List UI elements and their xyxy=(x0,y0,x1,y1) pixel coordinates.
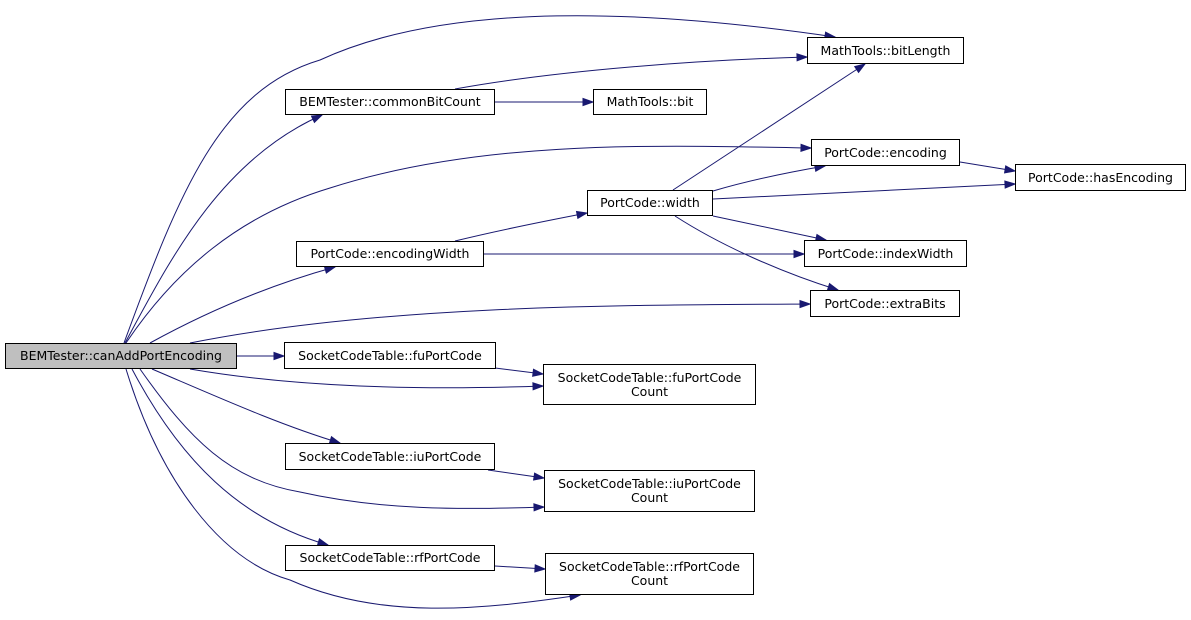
edge-root-to-encoding xyxy=(125,143,813,344)
edge-line xyxy=(123,15,836,344)
edge-rfportcode-to-count xyxy=(494,564,547,573)
arrowhead xyxy=(533,472,546,481)
edge-commonbitcount-to-bit xyxy=(495,97,595,107)
edge-iuportcode-to-count xyxy=(487,469,546,481)
edge-line xyxy=(454,56,808,90)
edge-line xyxy=(125,145,812,344)
edge-root-to-rfportcodecount xyxy=(125,368,582,609)
edge-root-to-bitlength xyxy=(123,15,837,344)
edge-line xyxy=(712,215,827,241)
arrowhead xyxy=(323,265,337,274)
arrowhead xyxy=(532,368,545,377)
node-socketcodetable-iuportcodecount[interactable]: SocketCodeTable::iuPortCode Count xyxy=(544,470,755,512)
node-portcode-hasencoding[interactable]: PortCode::hasEncoding xyxy=(1015,164,1186,191)
edge-encodingwidth-to-width xyxy=(454,210,589,242)
edge-width-to-encoding xyxy=(712,163,827,192)
node-socketcodetable-fuportcode[interactable]: SocketCodeTable::fuPortCode xyxy=(284,342,496,369)
arrowhead xyxy=(273,351,286,361)
edge-root-to-commonbitcount xyxy=(124,114,324,344)
edge-root-to-encodingwidth xyxy=(149,265,337,344)
edge-line xyxy=(454,212,588,242)
node-portcode-indexwidth[interactable]: PortCode::indexWidth xyxy=(804,240,967,267)
arrowhead xyxy=(800,143,813,153)
node-bemtester-canaddportencoding: BEMTester::canAddPortEncoding xyxy=(5,343,237,369)
edge-line xyxy=(151,368,341,444)
arrowhead xyxy=(582,97,595,107)
edge-line xyxy=(139,368,545,509)
edge-commonbitcount-to-bitlength xyxy=(454,53,809,90)
node-mathtools-bit[interactable]: MathTools::bit xyxy=(593,89,707,115)
edge-root-to-fuportcode xyxy=(237,351,286,361)
node-socketcodetable-rfportcodecount[interactable]: SocketCodeTable::rfPortCode Count xyxy=(545,553,754,595)
edge-root-to-fuportcodecount xyxy=(189,368,545,391)
node-socketcodetable-fuportcodecount[interactable]: SocketCodeTable::fuPortCode Count xyxy=(543,364,756,405)
arrowhead xyxy=(799,299,812,309)
call-edges xyxy=(123,15,1017,609)
edge-line xyxy=(131,368,329,546)
node-socketcodetable-iuportcode[interactable]: SocketCodeTable::iuPortCode xyxy=(285,443,495,470)
node-portcode-extrabits[interactable]: PortCode::extraBits xyxy=(810,290,960,317)
node-portcode-width[interactable]: PortCode::width xyxy=(587,190,713,216)
arrowhead xyxy=(796,53,809,62)
node-portcode-encodingwidth[interactable]: PortCode::encodingWidth xyxy=(296,241,484,267)
edge-width-to-indexwidth xyxy=(712,215,828,242)
arrowhead xyxy=(1003,165,1017,174)
edge-width-to-bitlength xyxy=(672,63,867,191)
arrowhead xyxy=(575,210,589,220)
arrowhead xyxy=(532,382,545,391)
arrowhead xyxy=(533,503,546,512)
edge-line xyxy=(712,165,826,192)
arrowhead xyxy=(853,63,867,74)
arrowhead xyxy=(1004,180,1017,189)
arrowhead xyxy=(534,564,547,573)
node-portcode-encoding[interactable]: PortCode::encoding xyxy=(811,139,960,166)
edge-width-to-hasencoding xyxy=(712,180,1017,200)
arrowhead xyxy=(310,114,324,124)
edge-fuportcode-to-count xyxy=(494,367,545,377)
edge-line xyxy=(149,266,336,344)
edge-encoding-to-hasencoding xyxy=(959,161,1017,174)
edge-line xyxy=(189,368,544,389)
node-mathtools-bitlength[interactable]: MathTools::bitLength xyxy=(807,37,964,64)
edge-root-to-iuportcode xyxy=(151,368,342,444)
edge-line xyxy=(125,368,581,609)
edge-width-to-extrabits xyxy=(674,215,840,291)
edge-root-to-iuportcodecount xyxy=(139,368,546,512)
edge-line xyxy=(189,303,811,344)
edge-line xyxy=(124,114,323,344)
arrowhead xyxy=(793,249,806,259)
edge-line xyxy=(674,215,839,291)
edge-line xyxy=(672,63,866,191)
edge-encodingwidth-to-indexwidth xyxy=(484,249,806,259)
node-bemtester-commonbitcount[interactable]: BEMTester::commonBitCount xyxy=(285,89,495,115)
edge-root-to-extrabits xyxy=(189,299,812,344)
edge-line xyxy=(712,183,1016,200)
node-socketcodetable-rfportcode[interactable]: SocketCodeTable::rfPortCode xyxy=(285,545,495,571)
